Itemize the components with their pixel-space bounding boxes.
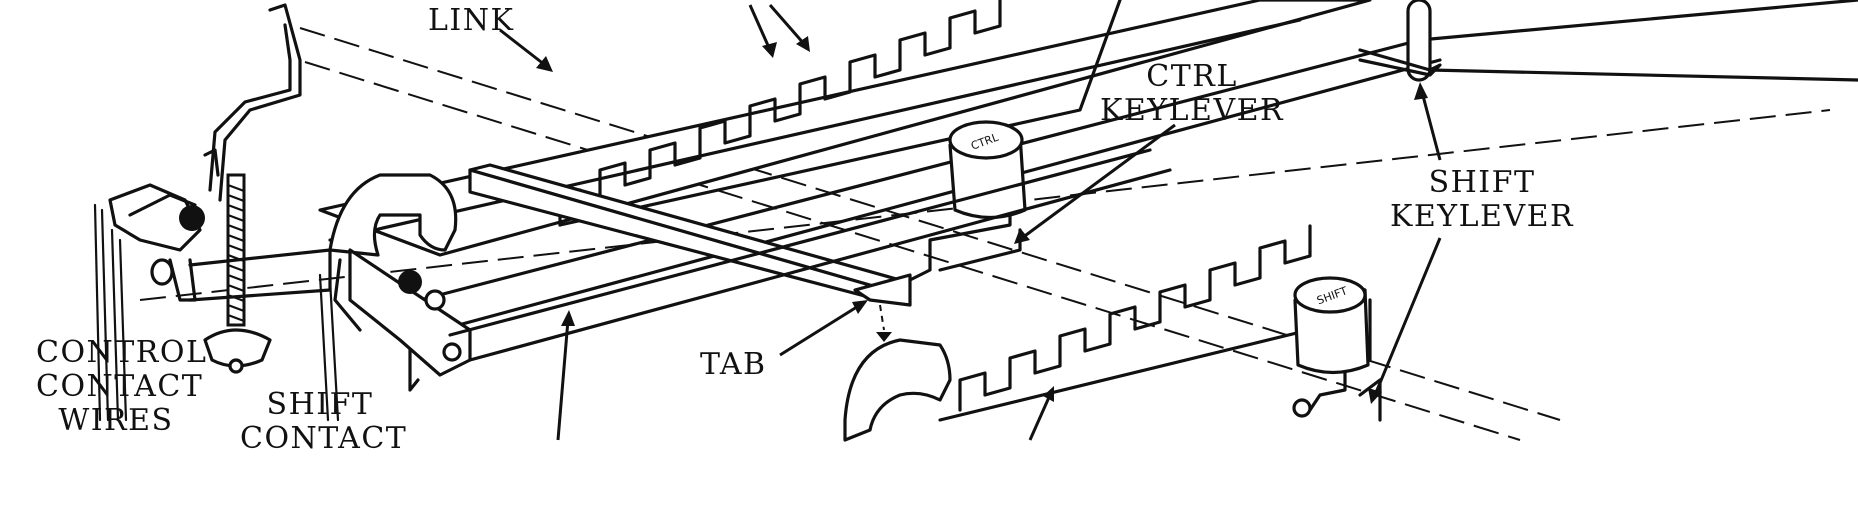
coil-spring <box>203 173 272 374</box>
control-contact-wires-line3: WIRES <box>58 403 174 438</box>
shift-keylever-label-line2: KEYLEVER <box>1390 199 1575 234</box>
leader-arrows <box>499 4 1442 441</box>
control-contact-assembly <box>93 183 332 422</box>
shift-keylever-label: SHIFT KEYLEVER <box>1390 168 1574 232</box>
control-contact-wires-line2: CONTACT <box>36 369 204 404</box>
shift-keylever-body: SHIFT <box>1292 276 1382 422</box>
shift-contact-line1: SHIFT <box>266 387 374 422</box>
upper-notched-comb <box>558 0 1122 227</box>
ctrl-keycap: CTRL <box>948 120 1027 220</box>
upper-right-post <box>1358 0 1858 82</box>
lower-loop-bracket <box>843 338 952 442</box>
shift-contact-label: SHIFT CONTACT <box>240 387 408 456</box>
ctrl-keylever-label: CTRL KEYLEVER <box>1100 62 1284 126</box>
tab-label: TAB <box>700 347 767 382</box>
lower-notched-comb <box>938 224 1352 422</box>
link-label: LINK <box>428 3 515 38</box>
control-contact-wires-label: CONTROL CONTACT WIRES <box>36 335 208 438</box>
ctrl-keylever-label-line2: KEYLEVER <box>1100 93 1285 128</box>
lower-bail <box>448 148 1172 362</box>
ctrl-keylever-arm <box>468 163 1022 307</box>
shift-contact-line2: CONTACT <box>240 421 408 456</box>
control-contact-wires-line1: CONTROL <box>36 335 208 370</box>
left-frame <box>203 3 302 202</box>
central-yoke <box>318 173 472 422</box>
shift-keylever-label-line1: SHIFT <box>1428 165 1536 200</box>
ctrl-keylever-label-line1: CTRL <box>1146 59 1238 94</box>
